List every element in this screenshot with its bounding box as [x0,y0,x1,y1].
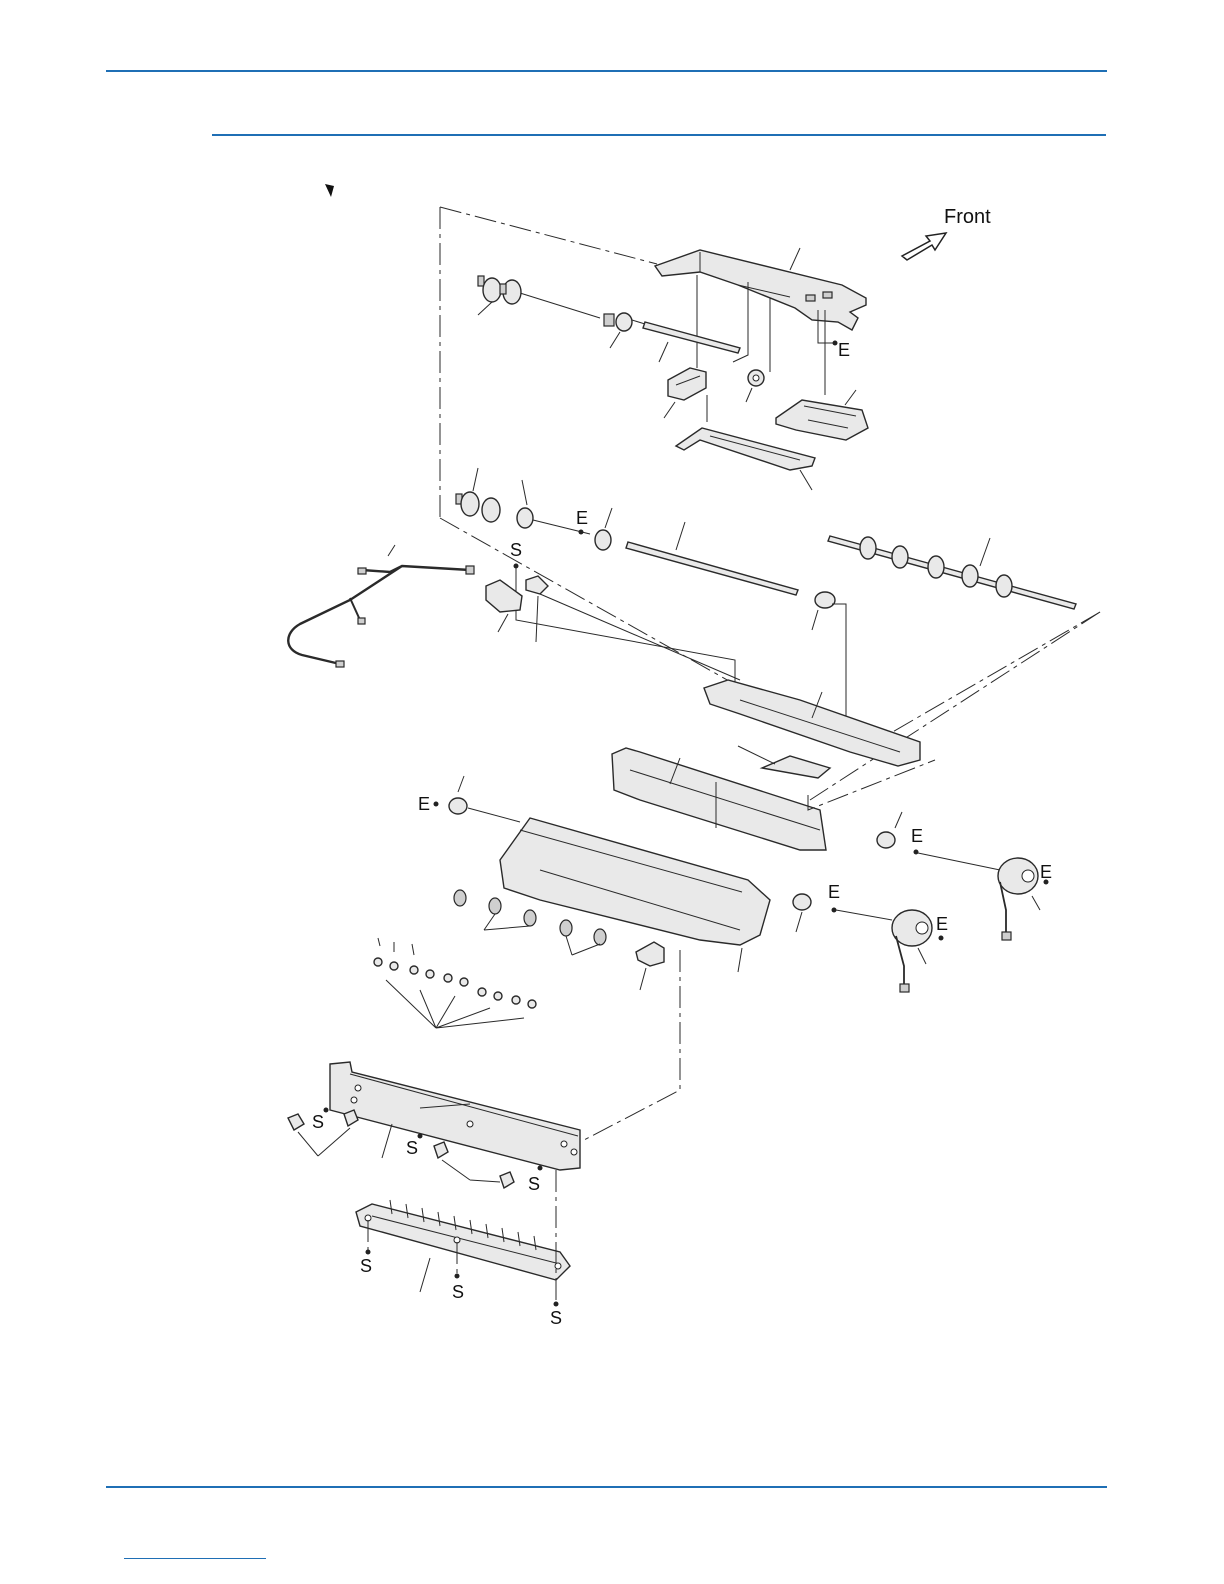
pickup-roller-pair-lower [456,468,500,522]
fastener-e-label: E [828,882,840,902]
fastener-s-label: S [312,1112,324,1132]
lower-guide-frame [704,680,920,766]
fastener-s-label: S [360,1256,372,1276]
top-frame-bracket [655,248,866,330]
bushing-right [812,592,846,722]
guide-plate [676,428,815,490]
main-chute-housing [500,818,770,972]
fastener-s-label: S [528,1174,540,1194]
bottom-rib-guide [356,1200,570,1292]
drive-gear-small [746,370,764,402]
small-bracket [636,942,664,990]
fastener-e-label: E [911,826,923,846]
fastener-e-label: E [418,794,430,814]
sensor-holder [486,580,522,632]
fastener-s-label: S [406,1138,418,1158]
gear-collar-middle [595,508,612,550]
pointer-triangle-icon [325,184,334,197]
fastener-e-label: E [1040,862,1052,882]
fastener-e-label: E [576,508,588,528]
paper-guide-tab [738,746,830,778]
upper-shaft [643,322,740,362]
fastener-s-label: S [510,540,522,560]
fastener-e-label: E [838,340,850,360]
pickup-roller-pair-upper [478,276,521,315]
exit-roller-shaft [828,536,1076,609]
front-arrow-icon [902,233,946,260]
drive-motor-lower [892,910,932,992]
fastener-s-label: S [452,1282,464,1302]
collar-gear-upper [604,313,632,348]
feed-shaft-long [626,522,798,595]
spring-cluster [374,938,536,1028]
wire-harness [288,545,474,667]
separator-holder [664,368,706,418]
fastener-e-label: E [936,914,948,934]
bushing-motor-lower [793,894,811,932]
drive-motor-right [998,858,1040,940]
lower-mounting-plate [330,1062,580,1170]
bushing-left [449,776,520,822]
sensor-bracket-upper [776,390,868,440]
front-label: Front [944,206,991,228]
fastener-s-label: S [550,1308,562,1328]
bushing-right-lower [877,812,902,848]
